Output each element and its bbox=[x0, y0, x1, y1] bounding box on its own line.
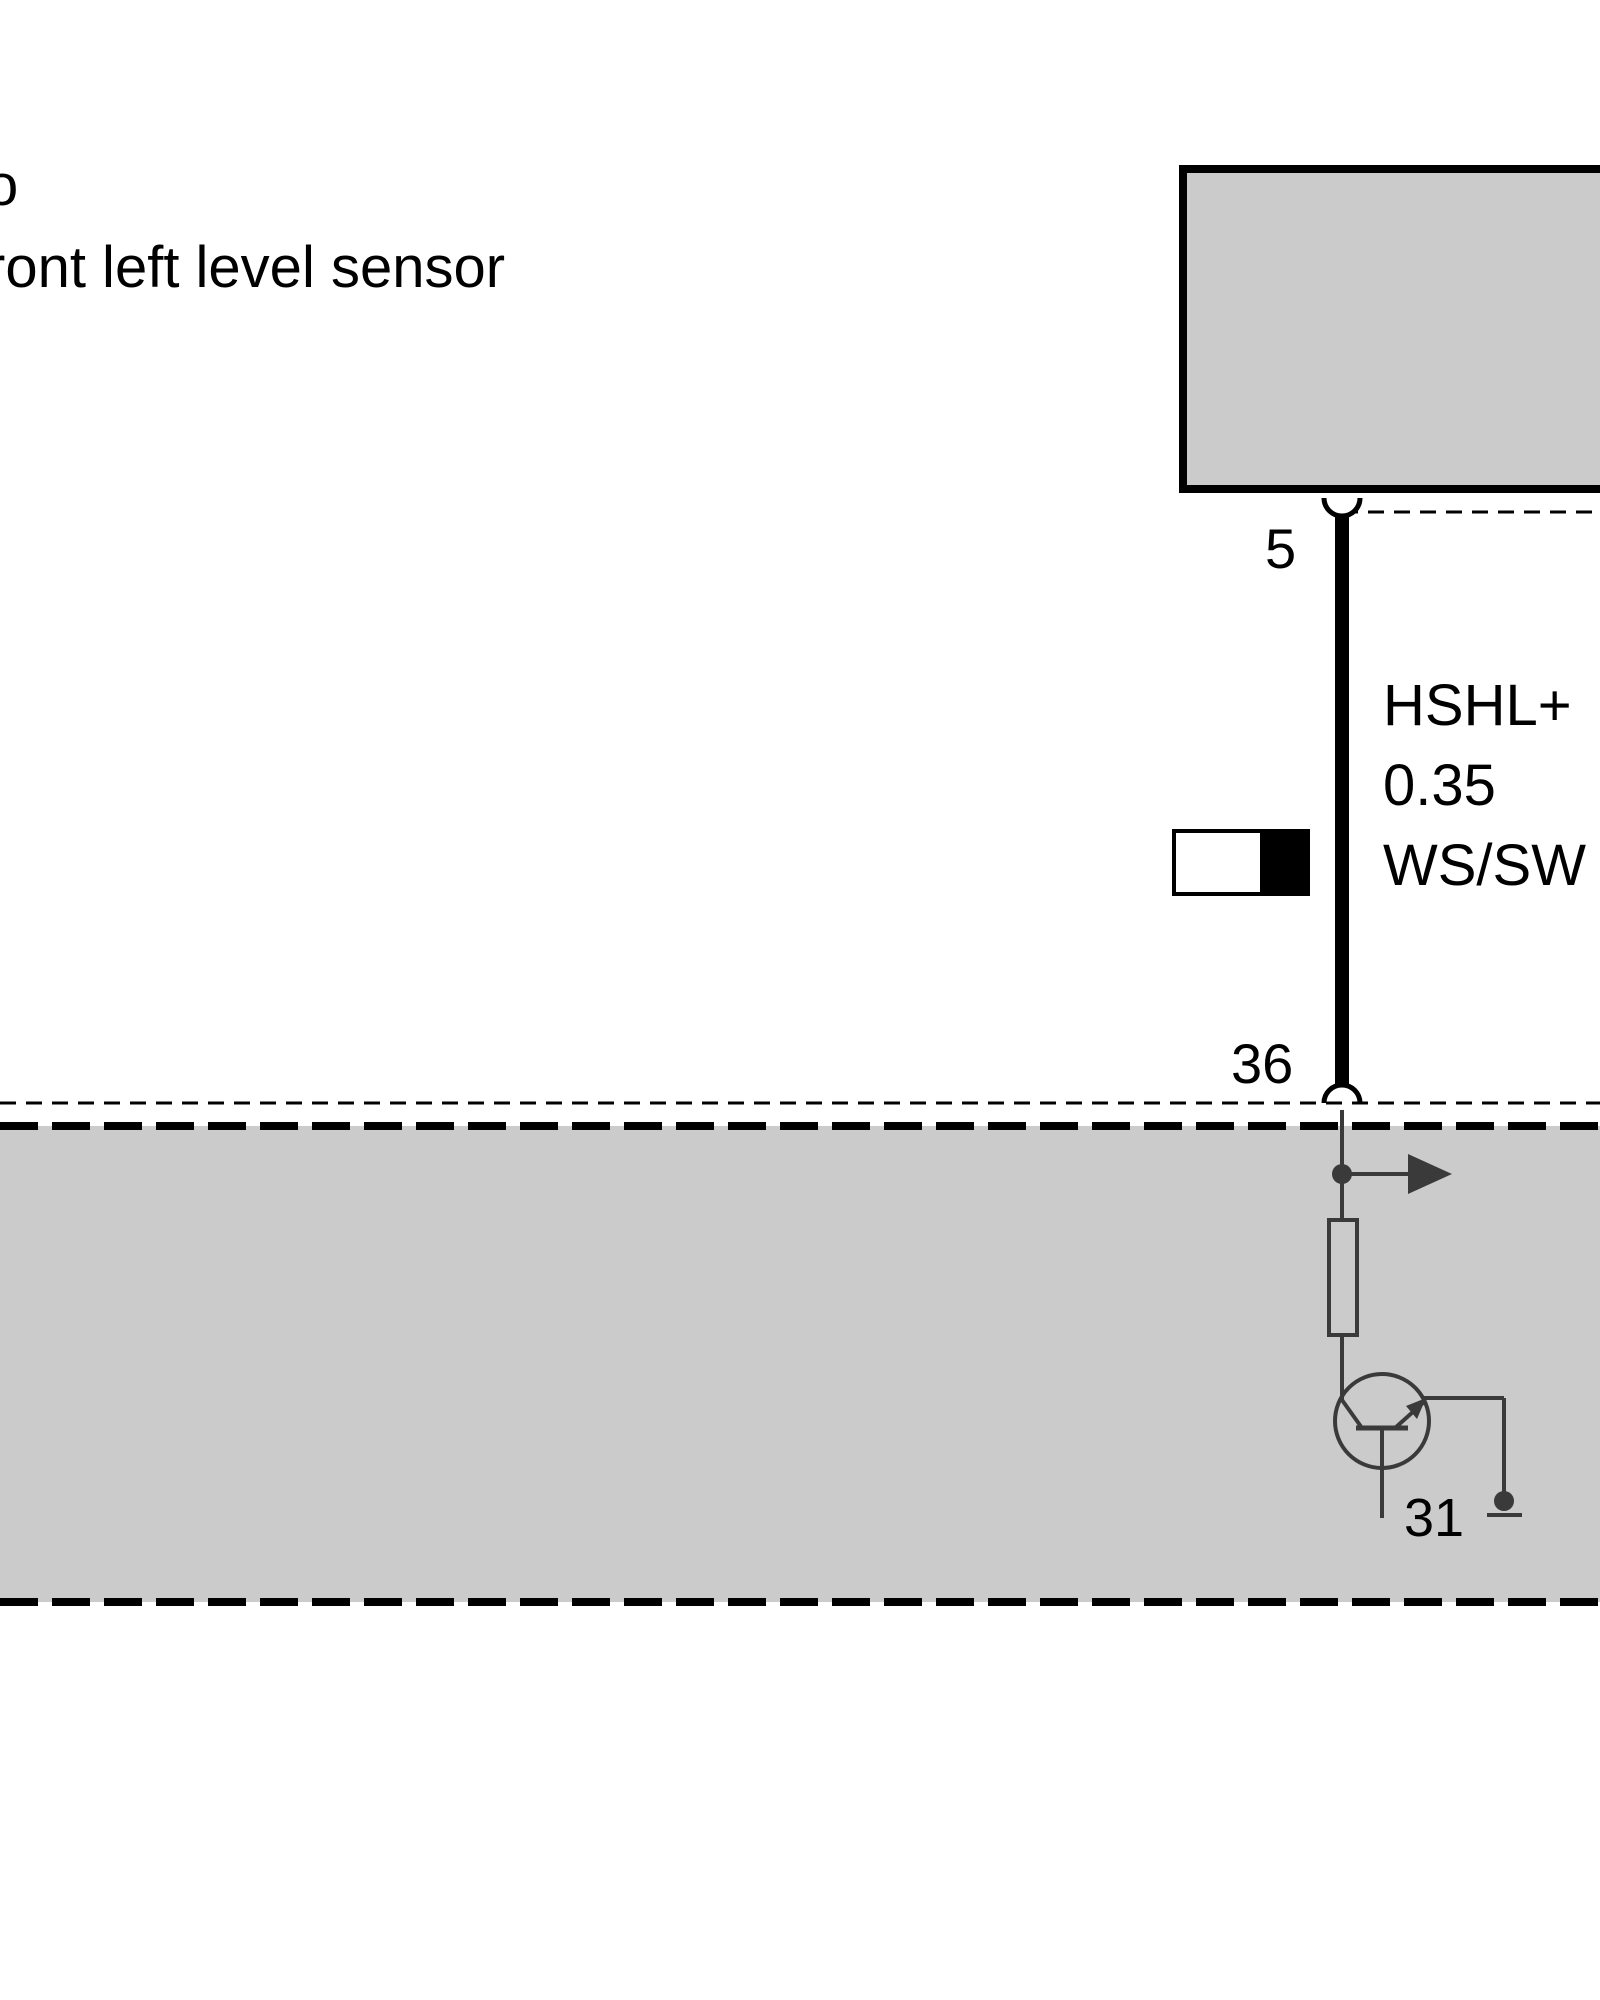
wire-cross-section-label: 0.35 bbox=[1383, 753, 1496, 818]
wire-color-swatch-icon bbox=[1172, 829, 1310, 896]
level-sensor-component-box[interactable] bbox=[1179, 165, 1600, 493]
internal-circuit bbox=[1327, 1110, 1522, 1518]
control-unit-area[interactable] bbox=[0, 1126, 1600, 1602]
transistor-icon bbox=[1333, 1372, 1506, 1518]
wire-signal-label: HSHL+ bbox=[1383, 673, 1572, 738]
caption-line-2: ront left level sensor bbox=[0, 235, 505, 300]
signal-output-arrow-icon bbox=[1408, 1154, 1452, 1194]
ground-terminal-label: 31 bbox=[1404, 1488, 1464, 1548]
wire-color-code-label: WS/SW bbox=[1383, 833, 1586, 898]
caption-line-1: o bbox=[0, 153, 18, 218]
pin-36-label: 36 bbox=[1231, 1032, 1293, 1095]
ground-icon bbox=[1487, 1491, 1522, 1517]
pin-5-connector-icon bbox=[1321, 497, 1363, 519]
pin-36-connector-icon bbox=[1321, 1082, 1363, 1104]
pin-5-label: 5 bbox=[1265, 517, 1296, 580]
